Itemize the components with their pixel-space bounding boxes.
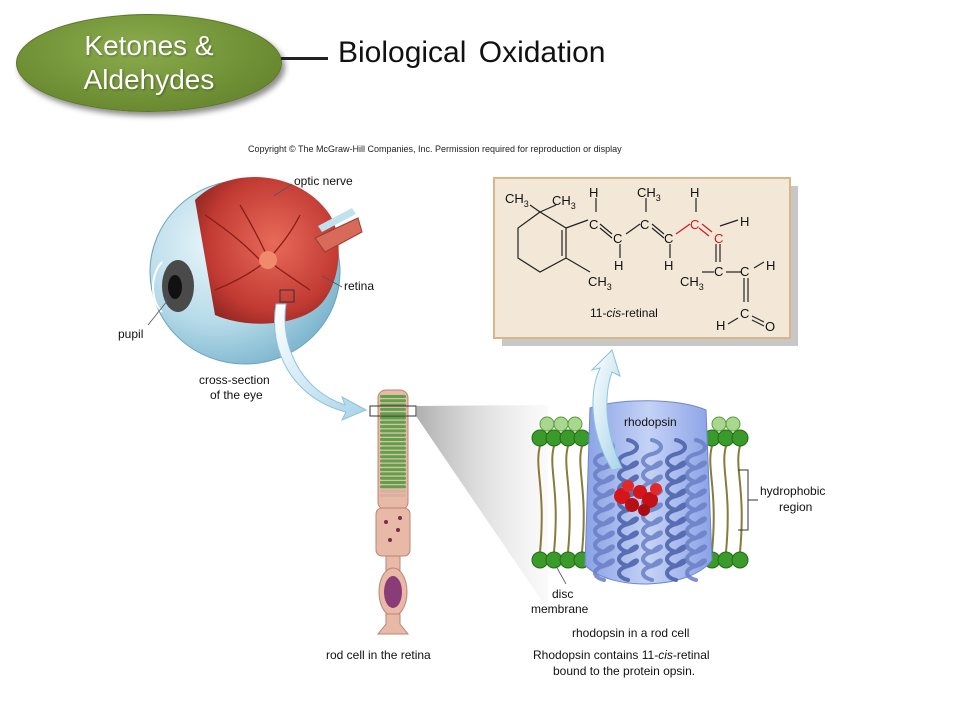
- svg-text:H: H: [664, 258, 673, 273]
- retinal-cluster: [614, 480, 662, 516]
- magnification-beam: [416, 405, 548, 610]
- label-rod-cell: rod cell in the retina: [326, 648, 431, 662]
- protein-helix: [641, 438, 663, 582]
- svg-text:C: C: [714, 264, 723, 279]
- topic-badge: Ketones & Aldehydes: [16, 14, 282, 112]
- lipid-tail: [565, 445, 571, 553]
- rod-disc: [380, 420, 406, 424]
- rod-disc: [380, 472, 406, 476]
- rod-disc: [380, 463, 406, 467]
- badge-line-2: Aldehydes: [83, 64, 215, 95]
- protein-helix: [685, 438, 707, 582]
- lipid-head: [553, 416, 569, 432]
- rod-disc: [380, 455, 406, 459]
- retina-marker-box: [279, 289, 295, 303]
- svg-text:O: O: [765, 319, 775, 334]
- rod-disc: [380, 446, 406, 450]
- label-cross-section-1: cross-section: [199, 373, 270, 387]
- svg-text:C: C: [714, 231, 723, 246]
- protein-helix: [593, 438, 615, 582]
- label-optic-nerve: optic nerve: [294, 174, 353, 188]
- rod-disc: [380, 429, 406, 433]
- rod-disc: [380, 412, 406, 416]
- protein-helix: [665, 438, 687, 582]
- zoom-arrow-to-molecule: [590, 349, 623, 471]
- zoom-arrow-eye-to-rod: [274, 303, 368, 421]
- label-rhodopsin-rod: rhodopsin in a rod cell: [572, 626, 689, 640]
- rod-cell: [369, 389, 417, 635]
- label-disc-1: disc: [552, 587, 573, 601]
- svg-text:H: H: [690, 185, 699, 200]
- rod-disc: [380, 416, 406, 420]
- eye-cross-section: [147, 177, 363, 365]
- retinal-structure-panel: CH3 CH3 H C C H CH3 C C H H H CH3 CH3 C …: [493, 177, 798, 346]
- svg-text:C: C: [690, 217, 699, 232]
- rod-disc: [380, 450, 406, 454]
- svg-text:CH3: CH3: [637, 185, 661, 203]
- label-rhodopsin: rhodopsin: [624, 415, 677, 429]
- lipid-head: [711, 416, 727, 432]
- rod-disc: [380, 425, 406, 429]
- label-hydrophobic-2: region: [779, 500, 812, 514]
- svg-text:C: C: [613, 231, 622, 246]
- connector-line: [281, 57, 328, 60]
- svg-text:H: H: [766, 258, 775, 273]
- lipid-tail: [723, 445, 729, 553]
- svg-text:CH3: CH3: [680, 274, 704, 292]
- rod-disc: [380, 481, 406, 484]
- rod-disc: [380, 399, 406, 403]
- lipid-tail: [537, 445, 543, 553]
- rod-disc: [380, 438, 406, 441]
- label-pupil: pupil: [118, 327, 143, 341]
- svg-text:C: C: [664, 231, 673, 246]
- label-hydrophobic-1: hydrophobic: [760, 484, 825, 498]
- lipid-head: [725, 416, 741, 432]
- label-disc-2: membrane: [531, 602, 589, 616]
- svg-text:C: C: [640, 217, 649, 232]
- caption-line-1: Rhodopsin contains 11-cis-retinal: [533, 648, 710, 662]
- caption-line-2: bound to the protein opsin.: [553, 664, 695, 678]
- rhodopsin-protein: [584, 400, 713, 585]
- svg-text:CH3: CH3: [552, 193, 576, 211]
- slide-title: Biological Oxidation: [338, 36, 606, 69]
- rod-disc: [380, 395, 406, 398]
- rod-disc: [380, 476, 406, 480]
- svg-text:H: H: [740, 214, 749, 229]
- svg-text:CH3: CH3: [505, 191, 529, 209]
- badge-line-1: Ketones &: [84, 30, 214, 61]
- molecule-name: 11-cis-retinal: [590, 306, 658, 320]
- rod-disc: [380, 493, 406, 497]
- copyright-notice: Copyright © The McGraw-Hill Companies, I…: [248, 144, 622, 154]
- rod-disc: [380, 442, 406, 446]
- lipid-tail: [551, 445, 557, 553]
- lipid-tail: [737, 445, 743, 553]
- svg-text:CH3: CH3: [588, 274, 612, 292]
- lipid-head: [573, 429, 591, 447]
- rod-disc: [380, 459, 406, 463]
- svg-text:C: C: [740, 306, 749, 321]
- rod-disc: [380, 489, 406, 493]
- rod-disc: [380, 468, 406, 472]
- svg-text:H: H: [589, 185, 598, 200]
- svg-text:H: H: [716, 318, 725, 333]
- rod-disc: [380, 485, 406, 489]
- label-cross-section-2: of the eye: [210, 388, 263, 402]
- lipid-tail: [709, 445, 715, 553]
- lipid-tail: [579, 445, 585, 553]
- rod-disc: [380, 407, 406, 411]
- rod-disc: [380, 433, 406, 437]
- lipid-head: [731, 551, 749, 569]
- lipid-head: [539, 416, 555, 432]
- svg-text:C: C: [589, 217, 598, 232]
- svg-text:C: C: [740, 264, 749, 279]
- svg-text:H: H: [614, 258, 623, 273]
- label-retina: retina: [344, 279, 374, 293]
- lipid-head: [567, 416, 583, 432]
- lipid-head: [731, 429, 749, 447]
